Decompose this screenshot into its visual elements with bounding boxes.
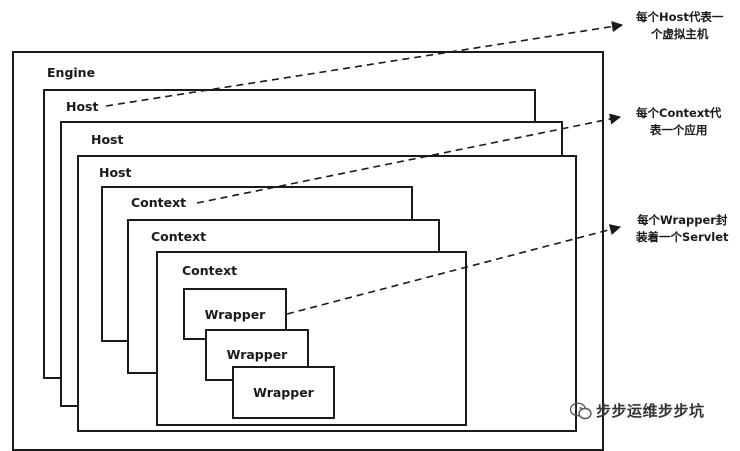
wrapper-label-2: Wrapper bbox=[226, 347, 288, 362]
context-label-3: Context bbox=[182, 263, 238, 278]
wrapper-note-line1: 每个Wrapper封 bbox=[637, 213, 728, 227]
watermark-text: 步步运维步步坑 bbox=[596, 402, 705, 420]
context-label-1: Context bbox=[131, 195, 187, 210]
context-label-2: Context bbox=[151, 229, 207, 244]
wrapper-note-line2: 装着一个Servlet bbox=[636, 230, 729, 244]
host-note: 每个Host代表一 个虚拟主机 bbox=[636, 9, 723, 43]
host-label-3: Host bbox=[99, 165, 132, 180]
watermark: 步步运维步步坑 bbox=[570, 400, 705, 421]
wrapper-label-1: Wrapper bbox=[204, 307, 266, 322]
wechat-icon bbox=[570, 402, 592, 419]
wrapper-box-3: Wrapper bbox=[232, 366, 335, 419]
host-label-1: Host bbox=[66, 99, 99, 114]
context-arrow bbox=[196, 113, 622, 204]
wrapper-arrow bbox=[286, 224, 622, 315]
wrapper-label-3: Wrapper bbox=[253, 385, 314, 400]
engine-label: Engine bbox=[47, 65, 96, 80]
host-note-line1: 每个Host代表一 bbox=[636, 10, 724, 24]
context-note-line2: 表一个应用 bbox=[649, 123, 708, 137]
host-arrow bbox=[105, 21, 624, 107]
host-label-2: Host bbox=[91, 132, 124, 147]
context-note: 每个Context代 表一个应用 bbox=[636, 105, 721, 139]
host-note-line2: 个虚拟主机 bbox=[650, 27, 709, 41]
wrapper-note: 每个Wrapper封 装着一个Servlet bbox=[636, 212, 729, 246]
context-note-line1: 每个Context代 bbox=[636, 106, 722, 120]
